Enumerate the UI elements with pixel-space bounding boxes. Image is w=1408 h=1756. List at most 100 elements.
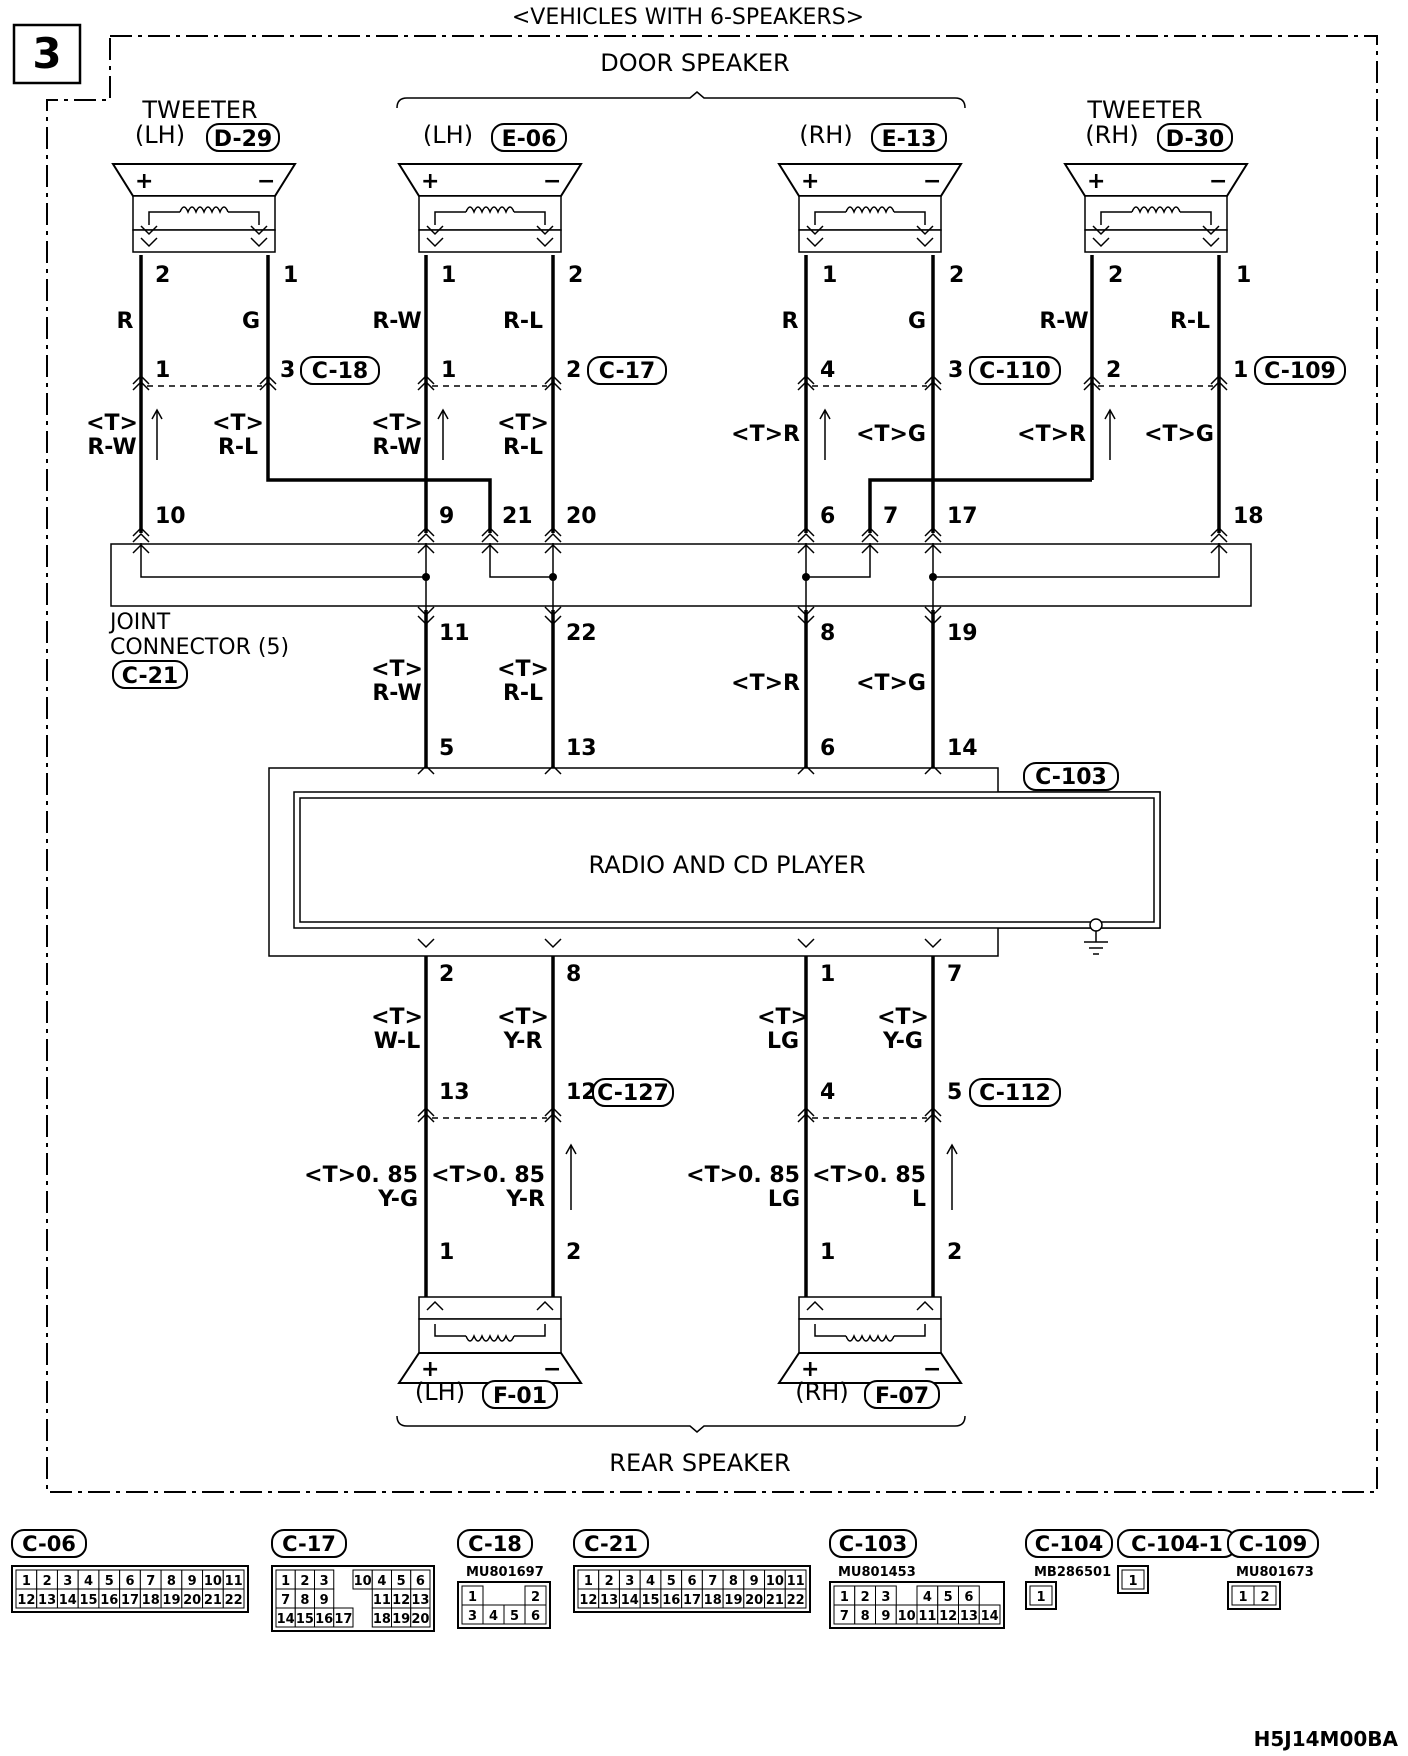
c127-tag [592, 1078, 674, 1107]
joint-top-chev-6 [924, 526, 942, 543]
joint-inner-chev-4 [797, 543, 815, 554]
legend-pin-number: 1 [840, 1590, 849, 1605]
c127-id: C-127 [597, 1081, 669, 1106]
c18-chev-right [259, 374, 277, 391]
joint-bottom-chev2-0 [417, 615, 435, 626]
tweeter-lh-body-term-l [140, 225, 158, 236]
door-speaker-lh-body-term-l2 [426, 237, 444, 248]
footer-code: H5J14M00BA [1254, 1727, 1399, 1751]
radio-pin-8: 8 [566, 962, 581, 987]
vehicle-boundary [46, 35, 1378, 1493]
legend-connector-id: C-17 [282, 1532, 336, 1556]
c110-tag [969, 356, 1061, 385]
tweeter-rh-body-coil [1131, 206, 1181, 215]
tweeter-rh-pin-left: 2 [1108, 263, 1123, 288]
c109-tag [1254, 356, 1346, 385]
radio-lh-right-line1: <T> [497, 657, 549, 682]
legend-pin-number: 12 [939, 1609, 957, 1624]
legend-connector-id: C-18 [468, 1532, 522, 1556]
rear-lh-pin-right: 2 [566, 1240, 581, 1265]
joint-top-chev-4 [797, 526, 815, 543]
rear-rh-right-lower-line2: L [912, 1187, 926, 1212]
legend-pin-number: 14 [981, 1609, 999, 1624]
rear-speaker-rh-connector: F-07 [875, 1384, 929, 1409]
door-speaker-rh-pin-left: 1 [822, 263, 837, 288]
legend-pin-number: 15 [79, 1593, 97, 1608]
legend-pin-number: 6 [125, 1574, 134, 1589]
wire-tweeter-rh-left-to-joint [868, 478, 1092, 533]
legend-pin-number: 3 [625, 1574, 634, 1589]
radio-bottom-chev-3 [924, 938, 942, 949]
tweeter-lh-harness-left-line2: R-W [87, 435, 136, 460]
c112-pin-left: 4 [820, 1080, 835, 1105]
tweeter-rh-wire-color-right: R-L [1170, 309, 1210, 334]
c17-pin-left: 1 [441, 358, 456, 383]
tweeter-lh-connector: D-29 [214, 127, 272, 152]
joint-inner-chev-7 [1210, 543, 1228, 554]
tweeter-lh-pin-right: 1 [283, 263, 298, 288]
c112-chev-right [924, 1106, 942, 1123]
door-speaker-lh-body-term-r2 [536, 237, 554, 248]
direction-arrowhead-3 [1104, 408, 1116, 420]
radio-bottom-chev-0 [417, 938, 435, 949]
radio-label: RADIO AND CD PLAYER [589, 851, 866, 879]
legend-pin-cell [1029, 1585, 1053, 1606]
radio-pin-7: 7 [947, 962, 962, 987]
tweeter-rh-body-minus: − [1209, 169, 1227, 194]
legend-tag [1227, 1529, 1319, 1558]
joint-pin-11: 11 [439, 621, 470, 646]
joint-bus-rh-left [806, 543, 871, 578]
radio-top-chev-1 [544, 764, 562, 775]
tweeter-rh-body: +− [1063, 163, 1249, 253]
tweeter-rh-title: TWEETER [1086, 96, 1202, 124]
legend-pin-number: 2 [43, 1574, 52, 1589]
direction-arrowhead-0 [151, 408, 163, 420]
legend-pin-number: 18 [142, 1593, 160, 1608]
legend-pin-number: 4 [84, 1574, 93, 1589]
joint-pin-21: 21 [502, 504, 533, 529]
tweeter-lh-body-plus: + [135, 169, 153, 194]
tweeter-lh-body-minus: − [257, 169, 275, 194]
joint-pin-7: 7 [883, 504, 898, 529]
rear-lh-right-upper-line1: <T> [497, 1005, 549, 1030]
door-speaker-lh-body-plus: + [421, 169, 439, 194]
c18-chev-left [132, 374, 150, 391]
door-speaker-rh-pin-right: 2 [949, 263, 964, 288]
joint-top-chev-1 [417, 526, 435, 543]
legend-pin-number: 22 [225, 1593, 243, 1608]
door-speaker-lh-body-term-l [426, 225, 444, 236]
door-speaker-lh-body-term-r [536, 225, 554, 236]
legend-pin-number: 5 [667, 1574, 676, 1589]
rear-speaker-lh-connector-tag [482, 1380, 558, 1409]
legend-pin-number: 13 [411, 1593, 429, 1608]
tweeter-rh-body-coil-lead [1100, 211, 1212, 225]
rear-speaker-brace [396, 1415, 966, 1433]
radio-connector-tag [1023, 762, 1119, 791]
tweeter-lh-harness-left-line1: <T> [86, 411, 138, 436]
c17-tag [587, 356, 667, 385]
joint-inner-chev-0 [132, 543, 150, 554]
c18-pin-left: 1 [155, 358, 170, 383]
legend-part-number: MB286501 [1034, 1565, 1111, 1580]
tweeter-rh-wire-color-left: R-W [1039, 309, 1088, 334]
legend-connector-c-104-1: C-104-11 [1117, 1529, 1237, 1594]
legend-pin-number: 7 [146, 1574, 155, 1589]
legend-connector-id: C-103 [839, 1532, 907, 1556]
legend-part-number: MU801673 [1236, 1565, 1314, 1580]
rear-speaker-lh-body: +− [397, 1296, 583, 1384]
joint-bus-rh-right [933, 543, 1220, 578]
joint-inner-chev-6 [924, 543, 942, 554]
tweeter-rh-side: (RH) [1085, 121, 1138, 149]
door-speaker-rh: (RH) E-13 [799, 121, 947, 152]
rear-rh-right-upper-line2: Y-G [882, 1029, 923, 1054]
joint-pin-17: 17 [947, 504, 978, 529]
joint-connector-label-line1: JOINT [108, 610, 171, 635]
legend-pin-number: 5 [944, 1590, 953, 1605]
rear-speaker-lh-body-minus: − [543, 1357, 561, 1382]
rear-speaker-rh-body-minus: − [923, 1357, 941, 1382]
legend-pin-number: 7 [840, 1609, 849, 1624]
legend-pin-number: 13 [960, 1609, 978, 1624]
rear-speaker-rh-body-coil-lead [814, 1324, 926, 1337]
door-speaker-lh-wire-color-left: R-W [372, 309, 421, 334]
